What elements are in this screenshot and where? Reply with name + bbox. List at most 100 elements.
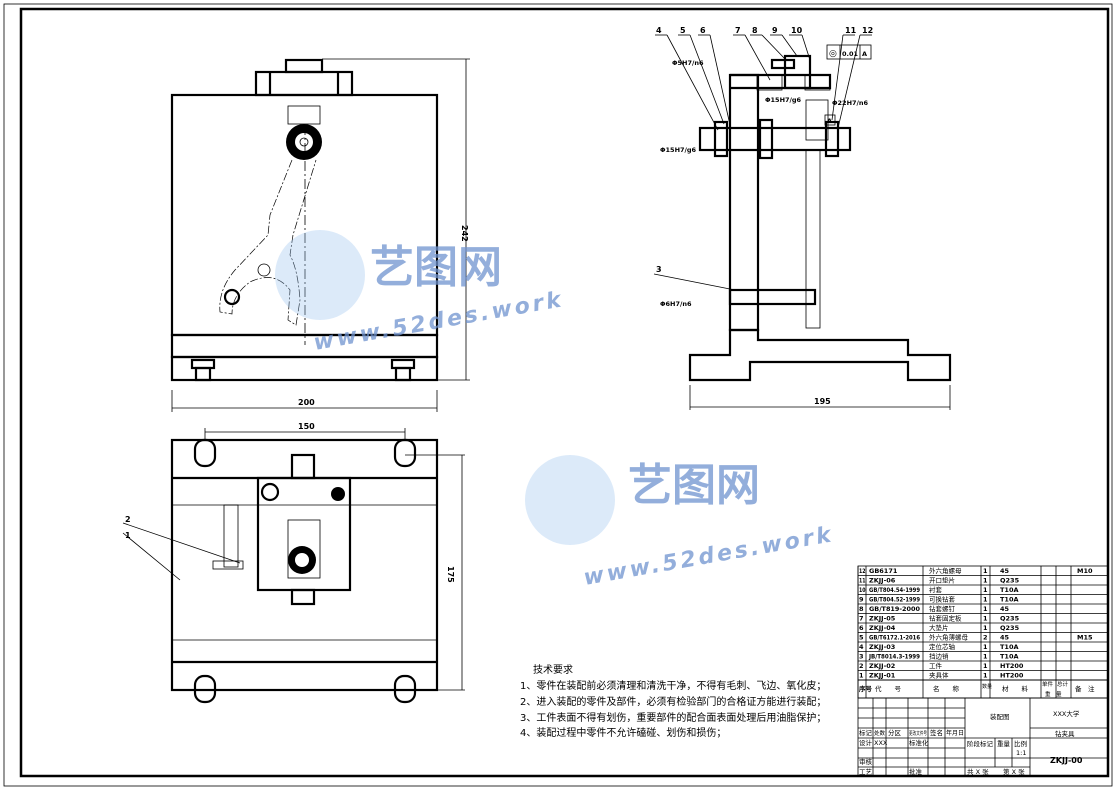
bom-cell-no: 7: [859, 615, 864, 623]
bom-cell-code: ZKJJ-05: [869, 615, 896, 623]
svg-text:比例: 比例: [1014, 739, 1027, 748]
bom-cell-name: 钻套螺钉: [929, 604, 956, 613]
bom-cell-material: T10A: [1000, 653, 1019, 661]
bom-cell-code: ZKJJ-03: [869, 643, 895, 651]
bom-cell-name: 外六角螺母: [929, 566, 962, 575]
drawing-name: 装配图: [990, 712, 1010, 721]
bom-cell-no: 1: [859, 672, 864, 680]
bom-cell-no: 9: [859, 596, 864, 604]
top-view: 150 175 2 1: [122, 422, 465, 704]
svg-text:A: A: [827, 117, 832, 125]
bom-cell-material: 45: [1000, 605, 1010, 613]
bom-cell-name: 可换钻套: [929, 595, 956, 604]
balloon-7: 7: [735, 26, 741, 35]
svg-text:标记: 标记: [859, 728, 873, 737]
designer-name: XXX: [874, 739, 888, 747]
balloon-5: 5: [680, 26, 686, 35]
bom-cell-material: T10A: [1000, 643, 1019, 651]
bom-cell-qty: 1: [983, 577, 988, 585]
bom-cell-note: M15: [1077, 634, 1093, 642]
bom-cell-material: Q235: [1000, 577, 1020, 585]
svg-text:名 称: 名 称: [933, 684, 960, 693]
bom-cell-material: 45: [1000, 567, 1010, 575]
balloon-11: 11: [845, 26, 857, 35]
balloon-12: 12: [862, 26, 873, 35]
bom-cell-material: HT200: [1000, 662, 1024, 670]
bom-cell-qty: 1: [983, 643, 988, 651]
svg-text:备 注: 备 注: [1075, 684, 1095, 693]
fit-label-5: Φ6H7/n6: [660, 300, 692, 308]
bom-cell-material: T10A: [1000, 596, 1019, 604]
bom-cell-no: 12: [859, 567, 866, 575]
bom-cell-no: 4: [859, 643, 864, 651]
bom-cell-code: GB/T804.52-1999: [869, 596, 920, 604]
svg-text:重 量: 重 量: [1045, 690, 1062, 698]
fit-label-4: Φ15H7/g6: [660, 146, 697, 154]
drawing-number: ZKJJ-00: [1050, 756, 1083, 765]
bom-cell-code: ZKJJ-02: [869, 662, 895, 670]
svg-text:更改文件号: 更改文件号: [909, 730, 927, 737]
school-name: XXX大学: [1053, 709, 1080, 718]
bom-cell-material: Q235: [1000, 624, 1020, 632]
dimension-side-width: 195: [814, 397, 831, 406]
balloon-10: 10: [791, 26, 803, 35]
svg-text:材 料: 材 料: [1002, 684, 1029, 693]
balloon-2: 2: [125, 515, 131, 524]
bom-cell-code: ZKJJ-06: [869, 577, 896, 585]
bom-cell-name: 钻套固定板: [929, 614, 962, 623]
svg-text:www.52des.work: www.52des.work: [582, 522, 836, 591]
dimension-front-width: 200: [298, 398, 315, 407]
bom-cell-qty: 1: [983, 605, 988, 613]
svg-text:总计: 总计: [1057, 680, 1069, 688]
svg-text:批准: 批准: [909, 767, 923, 776]
front-view: 200 242: [170, 58, 470, 412]
tolerance-frame: ◎ 0.01 A A: [824, 44, 872, 126]
bom-cell-qty: 1: [983, 672, 988, 680]
bom-cell-name: 衬套: [929, 585, 943, 594]
bom-header: 序号 代 号 名 称 数量 材 料 单件 总计 重 量 备 注: [857, 679, 1109, 699]
balloon-4: 4: [656, 26, 662, 35]
balloon-6: 6: [700, 26, 706, 35]
bom-row: 6 ZKJJ-04 大垫片 1 Q235: [858, 623, 1108, 633]
fit-label-1: Φ5H7/n6: [672, 59, 704, 67]
bom-cell-qty: 2: [983, 634, 988, 642]
bom-cell-no: 10: [859, 586, 866, 594]
bom-cell-material: Q235: [1000, 615, 1020, 623]
bom-cell-no: 11: [859, 577, 866, 585]
bom-cell-name: 开口垫片: [929, 576, 955, 585]
dimension-top-height: 175: [446, 566, 455, 583]
bom-cell-code: ZKJJ-04: [869, 624, 896, 632]
bom-cell-name: 大垫片: [929, 623, 949, 632]
svg-text:◎: ◎: [829, 49, 837, 59]
scale-value: 1:1: [1016, 749, 1026, 757]
bom-cell-no: 2: [859, 662, 864, 670]
svg-text:签名: 签名: [930, 728, 943, 737]
bom-cell-qty: 1: [983, 567, 988, 575]
bom-cell-no: 6: [859, 624, 864, 632]
fit-label-3: Φ22H7/n6: [832, 99, 869, 107]
bom-cell-no: 3: [859, 653, 864, 661]
bom-cell-qty: 1: [983, 624, 988, 632]
bom-cell-code: JB/T8014.3-1999: [868, 653, 920, 661]
dimension-front-height: 242: [460, 225, 469, 242]
svg-text:艺图网: 艺图网: [370, 242, 502, 293]
bom-cell-name: 挡边销: [929, 652, 949, 661]
balloon-3: 3: [656, 265, 662, 274]
bom-cell-no: 8: [859, 605, 864, 613]
svg-text:第 X 张: 第 X 张: [1003, 767, 1025, 776]
svg-text:处数: 处数: [874, 729, 886, 737]
bom-cell-code: GB/T804.54-1999: [869, 586, 920, 594]
bom-cell-name: 工件: [929, 661, 943, 670]
svg-text:审核: 审核: [859, 757, 873, 766]
bom-cell-code: ZKJJ-01: [869, 672, 896, 680]
